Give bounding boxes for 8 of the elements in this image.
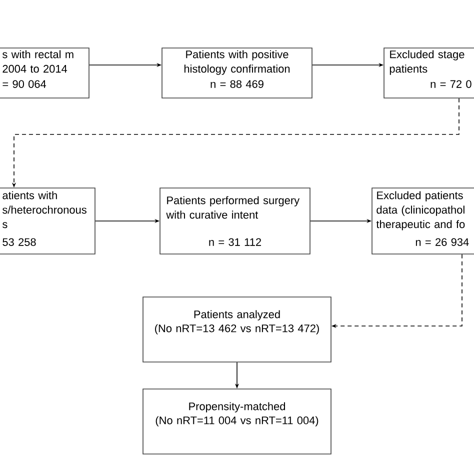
process-box: Patients analyzed (No nRT=13 462 vs nRT=13 472) [142, 296, 332, 362]
process-box: Patients with positive histology confirmation n = 88 469 [162, 48, 312, 98]
process-box: Excluded patients data (clinicopathol therapeutic and fo n = 26 934 [372, 188, 474, 254]
process-box: Propensity-matched (No nRT=11 004 vs nRT=11 004) [142, 388, 332, 454]
process-box: s with rectal m 2004 to 2014 = 90 064 [0, 48, 90, 98]
process-box: Patients performed surgery with curative intent n = 31 112 [160, 188, 310, 254]
process-box: atients with s/heterochronous s 53 258 [0, 188, 96, 254]
process-box: Excluded stage patients n = 72 0 [384, 48, 474, 98]
